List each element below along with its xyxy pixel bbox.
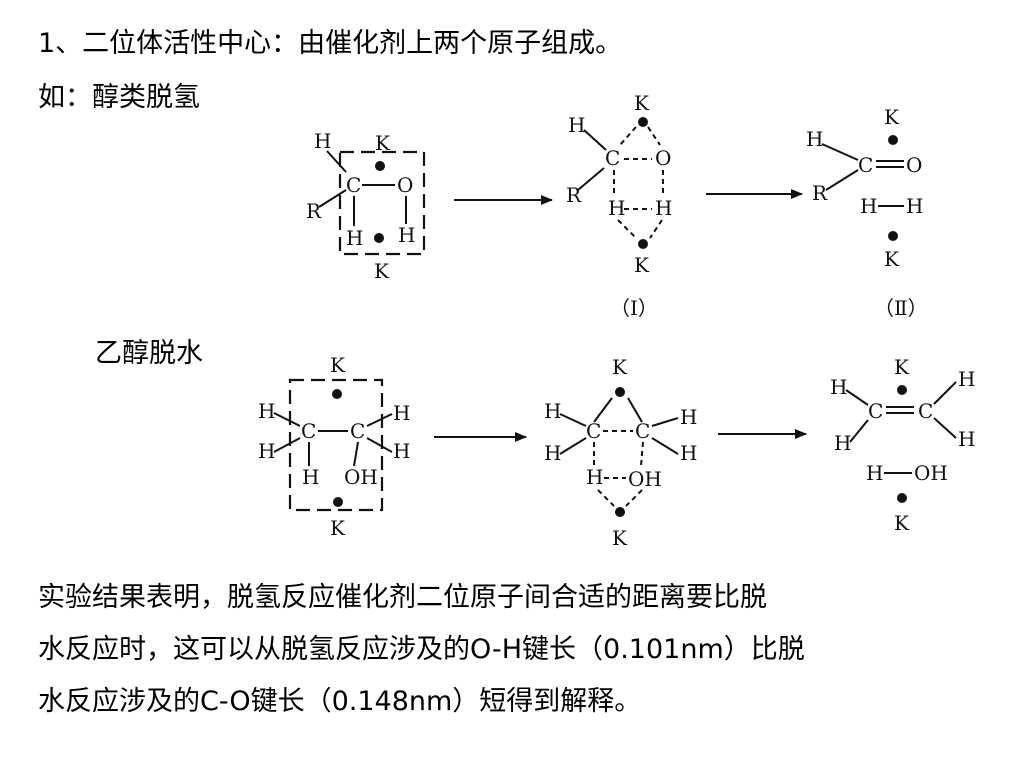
explanation-paragraph: 实验结果表明，脱氢反应催化剂二位原子间合适的距离要比脱 水反应时，这可以从脱氢反… [38,572,998,728]
dehydration-label: 乙醇脱水 [95,338,203,369]
atom-symbol: O [655,146,671,170]
atom-symbol: H [834,431,851,455]
dehydrogenation-reactant: H K C O R H H K [306,129,426,283]
dehydrogenation-product: K H C O R H H K （Ⅱ） [806,105,928,320]
paragraph-line: 实验结果表明，脱氢反应催化剂二位原子间合适的距离要比脱 [38,582,767,613]
atom-symbol: H [258,399,275,423]
atom-symbol: R [566,183,582,207]
atom-symbol: C [350,419,365,443]
atom-symbol: K [884,105,900,129]
stage-label-2: （Ⅱ） [874,296,928,320]
atom-symbol: H [302,465,319,489]
atom-symbol: H [680,441,697,465]
atom-symbol: R [306,199,322,223]
catalyst-atom-dot [897,385,907,395]
atom-symbol: K [330,516,346,540]
atom-symbol: H [258,439,275,463]
atom-symbol: K [612,355,628,379]
atom-symbol: C [635,419,650,443]
dehydration-intermediate: K H H C C H H H OH K [544,355,697,550]
paragraph-line: 水反应涉及的C-O键长（0.148nm）短得到解释。 [38,686,642,717]
atom-symbol: H [393,439,410,463]
atom-symbol: H [958,367,975,391]
heading: 1、二位体活性中心：由催化剂上两个原子组成。 [38,28,623,59]
atom-symbol: H [544,441,561,465]
catalyst-atom-dot [333,497,343,507]
catalyst-atom-dot [888,231,898,241]
stage-label-1: （Ⅰ） [610,296,658,320]
catalyst-atom-dot [888,135,898,145]
catalyst-atom-dot [615,507,625,517]
atom-symbol: O [906,153,922,177]
atom-symbol: C [586,419,601,443]
atom-symbol: K [375,131,391,155]
atom-symbol: R [812,181,828,205]
catalyst-atom-dot [374,233,384,243]
atom-symbol: H [544,399,561,423]
atom-symbol: C [858,153,873,177]
atom-symbol: C [868,399,883,423]
example-label: 如：醇类脱氢 [38,82,200,113]
paragraph-line: 水反应时，这可以从脱氢反应涉及的O-H键长（0.101nm）比脱 [38,634,805,665]
atom-symbol: H [830,375,847,399]
dehydration-product: K H H C C H H H OH K [830,355,975,535]
atom-symbol: H [608,196,625,220]
atom-symbol: H [958,427,975,451]
dehydration-reactant: K H H C C H H H OH K [258,353,410,540]
atom-symbol: H [680,405,697,429]
atom-symbol: K [330,353,346,377]
atom-symbol: H [866,461,883,485]
atom-symbol: C [605,146,620,170]
atom-symbol: H [806,127,823,151]
dehydrogenation-intermediate: K H C O R H H K （Ⅰ） [566,91,672,320]
catalyst-site-box [288,378,384,512]
catalyst-atom-dot [615,387,625,397]
atom-symbol: H [568,113,585,137]
atom-symbol: H [906,194,923,218]
atom-symbol: OH [914,461,948,485]
atom-symbol: H [393,401,410,425]
catalyst-site-box [338,150,426,256]
atom-symbol: C [918,399,933,423]
atom-symbol: O [397,173,413,197]
catalyst-atom-dot [638,117,648,127]
atom-symbol: H [398,223,415,247]
atom-symbol: K [374,259,390,283]
atom-symbol: H [314,129,331,153]
catalyst-atom-dot [897,493,907,503]
atom-symbol: C [301,419,316,443]
atom-symbol: K [612,526,628,550]
catalyst-atom-dot [332,389,342,399]
atom-symbol: K [634,91,650,115]
atom-symbol: K [894,355,910,379]
catalyst-atom-dot [638,239,648,249]
atom-symbol: H [586,465,603,489]
atom-symbol: H [860,194,877,218]
catalyst-atom-dot [375,161,385,171]
atom-symbol: H [655,196,672,220]
atom-symbol: K [884,247,900,271]
atom-symbol: C [346,173,361,197]
atom-symbol: H [346,226,363,250]
atom-symbol: K [634,253,650,277]
atom-symbol: K [894,511,910,535]
atom-symbol: OH [628,467,662,491]
atom-symbol: OH [344,465,378,489]
